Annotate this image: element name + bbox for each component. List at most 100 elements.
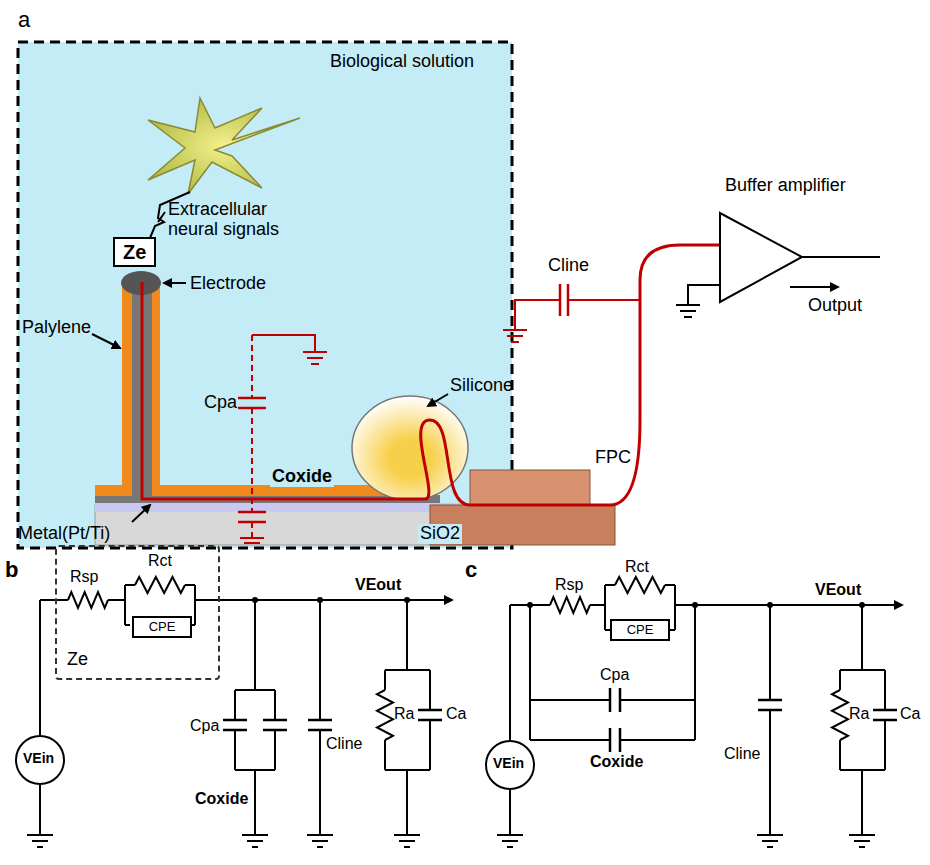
part-label: SiO2 xyxy=(418,524,462,544)
wire xyxy=(319,730,321,835)
voltage-source xyxy=(486,741,534,789)
wire xyxy=(234,690,236,720)
component-label: Cpa xyxy=(600,666,629,684)
capacitor-label: Cpa xyxy=(204,393,237,413)
source-label: VEin xyxy=(23,751,54,766)
impedance-group: Ze CPE xyxy=(55,545,220,680)
wire xyxy=(429,670,431,710)
wire xyxy=(665,584,675,586)
signal-label: VEout xyxy=(355,576,401,594)
node-text: CPE xyxy=(627,623,654,637)
wire xyxy=(509,789,511,835)
wire xyxy=(384,670,386,690)
component-label: Rsp xyxy=(555,576,583,594)
wire xyxy=(530,699,610,701)
component-label: Coxide xyxy=(590,753,643,771)
capacitor-symbol xyxy=(610,728,620,752)
capacitor-label: Coxide xyxy=(270,467,334,487)
wire xyxy=(861,605,863,670)
wire xyxy=(406,770,408,835)
signal-wire xyxy=(142,245,720,505)
sio2-layer xyxy=(95,503,460,512)
wire xyxy=(605,584,615,586)
capacitor-label: Cline xyxy=(548,256,589,276)
component-label: Cline xyxy=(326,735,362,753)
capacitor-symbol xyxy=(560,284,568,316)
capacitor-symbol xyxy=(758,700,782,710)
wire xyxy=(674,585,676,630)
component-label: Ra xyxy=(849,705,869,723)
component-label: Rct xyxy=(625,558,649,576)
wire xyxy=(234,730,236,770)
node-text: CPE xyxy=(149,620,176,634)
part-label: Palylene xyxy=(22,318,91,338)
wire xyxy=(125,584,135,586)
wire xyxy=(406,600,408,670)
parasitic-wire xyxy=(251,335,253,538)
ground-symbol xyxy=(307,835,333,847)
junction-dot xyxy=(317,597,323,603)
wire xyxy=(590,604,605,606)
wire xyxy=(884,670,886,710)
resistor-symbol xyxy=(377,690,393,740)
component-label: Ca xyxy=(900,705,920,723)
wire xyxy=(385,669,430,671)
junction-dot xyxy=(527,602,533,608)
part-label: Buffer amplifier xyxy=(725,176,846,196)
part-label: FPC xyxy=(595,448,631,468)
junction-dot xyxy=(767,602,773,608)
impedance-box: Ze xyxy=(113,237,156,267)
neuron xyxy=(148,98,300,194)
junction-dot xyxy=(692,602,698,608)
panel-letter: c xyxy=(465,558,477,582)
circuit-schematic xyxy=(16,577,902,847)
ground-symbol xyxy=(394,835,420,847)
wire xyxy=(530,739,610,741)
wire xyxy=(384,740,386,770)
wire xyxy=(124,585,126,625)
wire xyxy=(319,600,321,720)
wire xyxy=(839,670,841,690)
wire xyxy=(235,689,275,691)
wire xyxy=(620,699,695,701)
amplifier-symbol xyxy=(720,213,802,302)
capacitor-symbol xyxy=(610,688,620,712)
source-label: VEin xyxy=(493,756,524,771)
wire xyxy=(39,784,41,835)
ground-symbol xyxy=(242,835,268,847)
component-label: Rct xyxy=(148,552,172,570)
capacitor-symbol xyxy=(308,720,332,730)
wire xyxy=(254,770,256,835)
junction-dot xyxy=(859,602,865,608)
signal-label: VEout xyxy=(815,581,861,599)
wire xyxy=(108,599,125,601)
voltage-source xyxy=(16,736,64,784)
solution-region xyxy=(18,42,512,548)
part-label: Silicone xyxy=(450,376,513,396)
wire xyxy=(40,599,68,601)
wire xyxy=(694,605,696,740)
node-text: Ze xyxy=(67,650,88,670)
junction-dot xyxy=(252,597,258,603)
signal-label: Output xyxy=(808,296,862,316)
signal-label: Extracellular neural signals xyxy=(168,200,308,240)
capacitor-symbol xyxy=(263,720,287,730)
wire xyxy=(840,669,885,671)
ground-symbol xyxy=(27,835,53,847)
component-label: Ca xyxy=(446,705,466,723)
wire xyxy=(39,600,41,736)
wire xyxy=(509,605,511,741)
cpe-box: CPE xyxy=(610,619,670,641)
resistor-symbol xyxy=(68,592,108,608)
region-label: Biological solution xyxy=(330,52,474,72)
wire xyxy=(125,624,130,626)
silicone-blob xyxy=(352,396,468,500)
wire xyxy=(185,584,195,586)
wire xyxy=(884,720,886,770)
wire xyxy=(675,604,902,606)
resistor-symbol xyxy=(832,690,848,740)
junction-dot xyxy=(404,597,410,603)
wire xyxy=(769,605,771,700)
